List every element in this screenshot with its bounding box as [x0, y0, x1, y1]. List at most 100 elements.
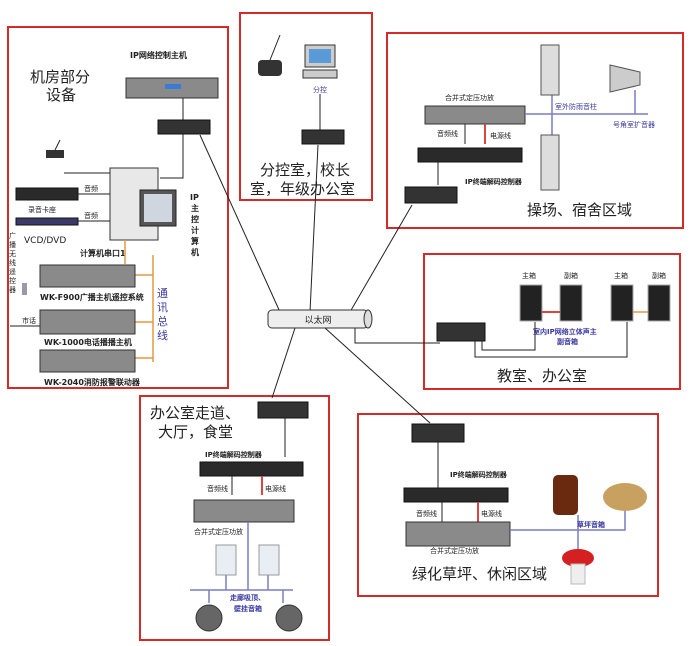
audio-label: 音频	[84, 184, 98, 193]
svg-text:主: 主	[191, 203, 199, 213]
wk-f900-label: WK-F900广播主机遥控系统	[40, 292, 144, 302]
svg-text:线: 线	[157, 328, 168, 342]
network-switch	[257, 401, 309, 419]
ip-decoder	[199, 461, 304, 477]
amp-label: 合并式定压功放	[445, 93, 494, 102]
machine-room-title: 机房部分	[30, 68, 90, 86]
corridor-title: 办公室走道、	[150, 404, 240, 422]
amp-label: 合并式定压功放	[194, 527, 243, 536]
decoder-label: IP终端解码控制器	[205, 450, 263, 459]
sub-control-title: 分控室，校长	[260, 161, 350, 179]
power-line-label: 电源线	[490, 131, 511, 140]
sub-speaker	[559, 284, 583, 322]
main-box-label-2: 主箱	[614, 271, 628, 280]
lawn-box	[357, 413, 659, 597]
outdoor-column-speaker-2	[540, 134, 560, 191]
horn-label: 号角室扩音器	[613, 120, 655, 129]
remote-label: 广 播 无 线 遥 控 器	[9, 231, 16, 294]
svg-text:无: 无	[9, 250, 16, 258]
wk-2040-label: WK-2040消防报警联动器	[44, 377, 141, 387]
wireless-remote	[22, 283, 27, 295]
audio-line-label: 音频线	[437, 129, 458, 138]
svg-text:总: 总	[157, 314, 168, 328]
svg-text:通: 通	[157, 287, 168, 300]
classroom-desc-2: 副音箱	[557, 337, 578, 346]
corridor-desc: 走廊吸顶、	[230, 593, 265, 602]
sub-control: 分控 分控室，校长 室，年级办公室	[250, 34, 355, 198]
corridor-box	[139, 395, 330, 641]
ip-decoder	[417, 147, 523, 163]
svg-text:机: 机	[191, 247, 199, 257]
wk-2040-device	[39, 349, 136, 373]
sub-box-label: 副箱	[564, 271, 578, 280]
machine-room-box	[7, 26, 229, 389]
svg-text:计: 计	[191, 225, 199, 235]
ceiling-speaker-2	[275, 604, 303, 632]
amp-label: 合并式定压功放	[430, 546, 479, 555]
decoder-label: IP终端解码控制器	[450, 470, 508, 479]
audio-line-label: 音频线	[416, 509, 437, 518]
classroom-desc: 室内IP网络立体声主	[533, 327, 597, 336]
microphone-icon	[46, 150, 64, 158]
network-switch	[301, 129, 345, 145]
network-links	[199, 134, 440, 424]
playground: 合并式定压功放 室外防雨音柱 号角室扩音器 音频线 电源线 IP终端解码控制器 …	[404, 44, 655, 219]
wall-speaker-2	[258, 544, 280, 576]
svg-text:控: 控	[191, 214, 199, 224]
machine-room-title-2: 设备	[46, 86, 76, 104]
playground-box	[386, 32, 684, 229]
column-label: 室外防雨音柱	[555, 102, 597, 111]
network-switch	[404, 186, 458, 204]
ceiling-speaker	[195, 604, 223, 632]
network-switch	[157, 119, 211, 135]
classroom: 主箱 副箱 主箱 副箱 室内IP网络立体声主 副音箱 教室、办公室	[436, 271, 671, 385]
wk-1000-device	[39, 309, 136, 335]
lawn-title: 绿化草坪、休闲区域	[412, 565, 547, 583]
lcd-display	[165, 84, 181, 89]
classroom-title: 教室、办公室	[497, 367, 587, 385]
corridor-desc-2: 壁挂音箱	[234, 604, 262, 613]
amplifier	[405, 521, 511, 547]
ethernet-pipe: 以太网	[267, 309, 373, 329]
vcd-player	[15, 217, 79, 226]
main-speaker-2	[610, 284, 634, 322]
svg-text:算: 算	[191, 236, 199, 246]
playground-title: 操场、宿舍区域	[527, 201, 632, 219]
vcd-label: VCD/DVD	[24, 236, 66, 246]
decoder-label: IP终端解码控制器	[465, 177, 523, 186]
stump-speaker	[553, 475, 578, 515]
network-switch	[436, 322, 486, 342]
wk-f900-device	[39, 264, 136, 288]
classroom-box	[423, 253, 681, 390]
svg-text:播: 播	[9, 240, 16, 249]
microphone-icon	[258, 60, 282, 76]
corridor-title-2: 大厅，食堂	[158, 423, 233, 441]
bus-label: 通 讯 总 线	[157, 287, 168, 342]
sub-control-title-2: 室，年级办公室	[250, 180, 355, 198]
horn-speaker	[609, 64, 641, 93]
main-box-label: 主箱	[522, 271, 536, 280]
sub-box-label-2: 副箱	[652, 271, 666, 280]
sub-control-box	[239, 12, 373, 201]
sub-speaker-2	[647, 284, 671, 322]
amplifier	[193, 499, 295, 523]
svg-text:器: 器	[9, 286, 16, 294]
power-line-label: 电源线	[265, 484, 286, 493]
audio-line-label: 音频线	[207, 484, 228, 493]
outdoor-column-speaker	[540, 44, 560, 96]
ip-pc-label: IP 主 控 计 算 机	[190, 193, 199, 257]
corridor: 办公室走道、 大厅，食堂 IP终端解码控制器 音频线 电源线 合并式定压功放 走…	[150, 401, 309, 632]
ip-decoder	[403, 487, 509, 503]
mushroom-speaker	[562, 549, 594, 567]
svg-text:讯: 讯	[157, 301, 168, 314]
network-switch	[411, 423, 465, 443]
wall-speaker	[215, 544, 237, 576]
machine-room: 机房部分 设备 IP网络控制主机 IP 主 控 计 算 机 音频 录音卡座 音频…	[9, 50, 219, 387]
svg-text:遥: 遥	[9, 267, 16, 276]
main-speaker	[519, 284, 543, 322]
svg-text:IP: IP	[190, 193, 199, 202]
serial-label: 计算机串口1	[80, 248, 126, 258]
svg-text:控: 控	[9, 276, 16, 285]
cassette-deck	[15, 187, 79, 201]
